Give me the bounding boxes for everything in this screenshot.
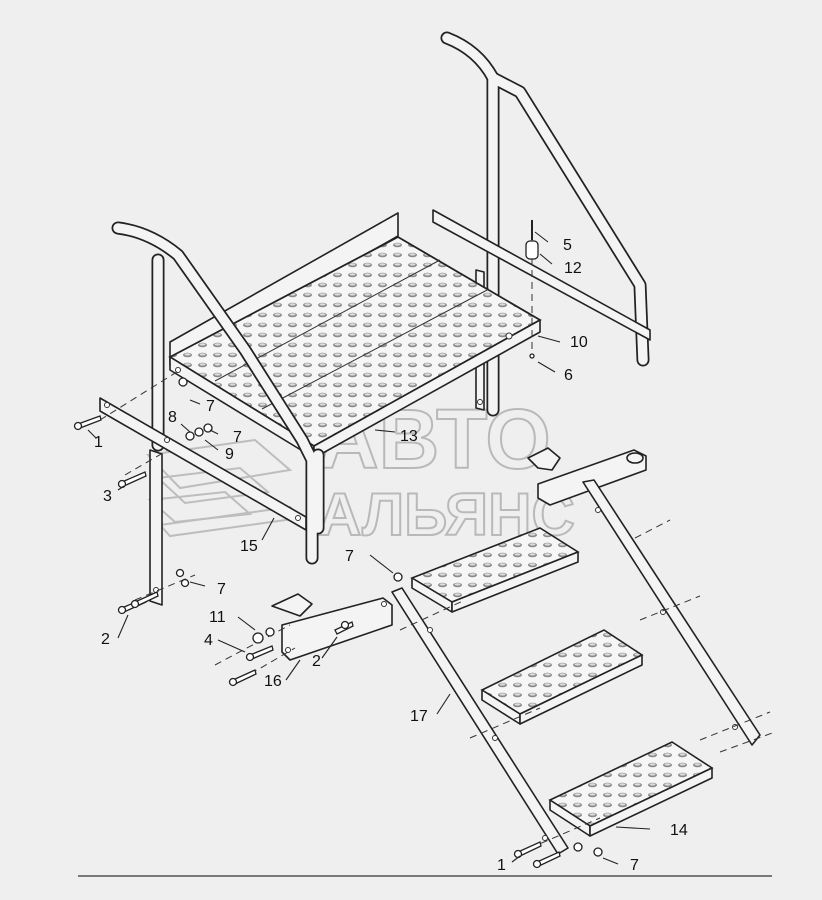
callout-5: 5 — [563, 237, 572, 254]
callout-16: 16 — [264, 673, 282, 690]
upper-platform-13 — [168, 212, 542, 459]
washer-icon — [178, 377, 213, 441]
callout-3: 3 — [103, 488, 112, 505]
callout-7: 7 — [206, 398, 215, 415]
nut-icon — [175, 568, 190, 588]
right-handrail — [440, 31, 650, 417]
left-leg-bracket — [149, 449, 163, 606]
stair-step-top — [410, 527, 580, 613]
left-handrail — [111, 221, 325, 565]
callout-2: 2 — [312, 653, 321, 670]
callout-11: 11 — [209, 609, 226, 626]
callout-10: 10 — [570, 334, 588, 351]
stair-stringer-right — [582, 479, 761, 746]
callout-1: 1 — [94, 434, 103, 451]
callout-7: 7 — [217, 581, 226, 598]
pin-icon — [525, 220, 539, 359]
stair-stringer-left-17 — [391, 587, 569, 855]
callout-8: 8 — [168, 409, 177, 426]
callout-1: 1 — [497, 857, 506, 874]
bolt-icon — [117, 471, 147, 489]
callout-12: 12 — [564, 260, 582, 277]
leader-lines — [87, 231, 651, 865]
bolt-icon — [228, 620, 354, 687]
callout-15: 15 — [240, 538, 258, 555]
callout-7: 7 — [345, 548, 354, 565]
callout-17: 17 — [410, 708, 428, 725]
watermark-emblem-icon — [145, 438, 303, 538]
callout-9: 9 — [225, 446, 234, 463]
callout-7: 7 — [630, 857, 639, 874]
bolt-icon — [117, 591, 159, 615]
callout-14: 14 — [670, 822, 688, 839]
callout-6: 6 — [564, 367, 573, 384]
cross-tube-bracket — [527, 447, 647, 506]
nut-icon — [573, 842, 603, 857]
callout-7: 7 — [233, 429, 242, 446]
alignment-lines — [99, 234, 776, 849]
nut-icon — [393, 572, 403, 582]
part-callouts: 5 12 10 6 13 7 1 8 7 9 3 15 7 2 7 11 4 2… — [94, 237, 688, 874]
stair-step-middle — [480, 629, 644, 725]
callout-4: 4 — [204, 632, 213, 649]
callout-2: 2 — [101, 631, 110, 648]
callout-13: 13 — [400, 428, 418, 445]
bolt-icon — [73, 415, 102, 431]
bolt-icon — [252, 627, 275, 644]
front-brace-15 — [99, 397, 307, 531]
lower-bracket-16 — [271, 593, 393, 661]
